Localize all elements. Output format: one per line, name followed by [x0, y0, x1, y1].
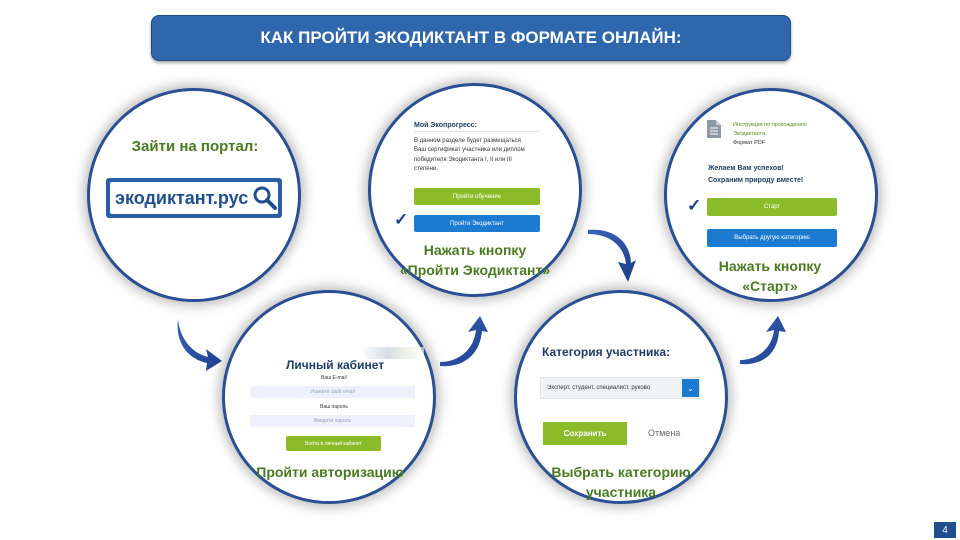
take-dictation-button[interactable]: Пройти Экодиктант	[414, 215, 540, 232]
page-number: 4	[934, 522, 956, 538]
start-button[interactable]: Старт	[707, 198, 837, 216]
category-select[interactable]: Эксперт, студент, специалист, руково ⌄	[540, 377, 700, 399]
email-label: Ваш E-mail	[321, 375, 347, 381]
login-decoration	[364, 347, 424, 359]
step-login-caption: Пройти авторизацию	[256, 464, 404, 480]
email-field[interactable]: Укажите свой email	[250, 386, 415, 398]
step-start-circle	[664, 88, 878, 302]
progress-heading: Мой Экопрогресс:	[414, 122, 477, 129]
flow-arrow-4	[740, 316, 786, 365]
other-category-button[interactable]: Выбрать другую категорию	[707, 229, 837, 247]
save-button[interactable]: Сохранить	[543, 422, 627, 445]
flow-arrow-3	[588, 229, 636, 282]
wishes-text: Желаем Вам успехов! Сохраним природу вме…	[708, 165, 804, 184]
chevron-down-icon[interactable]: ⌄	[682, 379, 699, 397]
page-title: КАК ПРОЙТИ ЭКОДИКТАНТ В ФОРМАТЕ ОНЛАЙН:	[260, 28, 682, 47]
progress-text: В данном разделе будет размещаться Ваш с…	[414, 138, 525, 172]
step-progress-caption: Нажать кнопку «Пройти Экодиктант»	[399, 242, 551, 279]
step-start-caption: Нажать кнопку «Старт»	[718, 258, 822, 295]
flow-arrow-1	[177, 319, 222, 371]
step-portal-caption: Зайти на портал:	[131, 138, 259, 155]
category-select-value: Эксперт, студент, специалист, руково	[547, 385, 651, 391]
flow-arrow-2	[440, 316, 488, 367]
login-button[interactable]: Войти в личный кабинет	[286, 436, 381, 451]
instruction-title: Инструкция по прохождению Экодиктанта	[733, 122, 807, 137]
step-category-caption: Выбрать категорию участника	[551, 464, 691, 501]
password-label: Ваш пароль	[320, 404, 348, 410]
email-placeholder: Укажите свой email	[310, 389, 355, 395]
title-banner: КАК ПРОЙТИ ЭКОДИКТАНТ В ФОРМАТЕ ОНЛАЙН:	[151, 15, 791, 61]
login-heading: Личный кабинет	[286, 358, 385, 372]
site-search-box[interactable]: экодиктант.рус	[106, 178, 282, 218]
site-url-text: экодиктант.рус	[115, 188, 249, 208]
category-heading: Категория участника:	[542, 345, 671, 359]
save-button-label: Сохранить	[563, 429, 607, 438]
checkmark-icon: ✓	[687, 196, 702, 215]
instruction-format: Формат PDF	[733, 140, 766, 146]
search-icon	[253, 186, 277, 210]
password-placeholder: Введите пароль	[313, 418, 352, 424]
document-icon	[707, 120, 721, 138]
training-button[interactable]: Пройти обучение	[414, 188, 540, 205]
cancel-link[interactable]: Отмена	[648, 428, 681, 438]
password-field[interactable]: Введите пароль	[250, 415, 415, 427]
progress-divider	[414, 131, 540, 132]
checkmark-icon: ✓	[394, 210, 409, 229]
